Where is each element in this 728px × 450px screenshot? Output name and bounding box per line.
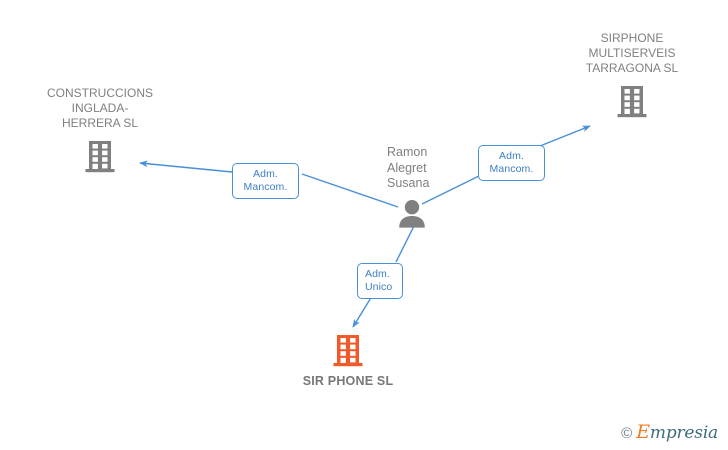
edge-sirphone-multiserveis: [421, 125, 591, 205]
building-icon: [333, 335, 363, 367]
node-sir-phone-sl[interactable]: SIR PHONE SL: [270, 333, 426, 389]
node-label-sirphone-multiserveis: SIRPHONE MULTISERVEIS TARRAGONA SL: [585, 31, 679, 75]
building-icon: [617, 86, 647, 118]
node-label-construccions: CONSTRUCCIONS INGLADA- HERRERA SL: [46, 86, 153, 130]
copyright-icon: ©: [621, 424, 633, 442]
node-construccions-inglada-herrera[interactable]: CONSTRUCCIONS INGLADA- HERRERA SL: [22, 86, 178, 173]
building-icon-sir-phone-wrap: [270, 333, 426, 367]
edge-label-sir-phone[interactable]: Adm. Unico: [357, 263, 403, 299]
node-sirphone-multiserveis-tarragona[interactable]: SIRPHONE MULTISERVEIS TARRAGONA SL: [554, 31, 710, 118]
node-label-sir-phone-sl: SIR PHONE SL: [302, 374, 394, 388]
person-icon: [399, 200, 425, 228]
brand-wordmark: Empresia: [636, 421, 718, 443]
building-icon-construccions-wrap: [22, 139, 178, 173]
brand-initial: E: [636, 421, 650, 443]
building-icon: [85, 141, 115, 173]
node-person-center[interactable]: [396, 198, 428, 235]
edge-label-sirphone-multiserveis[interactable]: Adm. Mancom.: [478, 145, 545, 181]
building-icon-sirphone-wrap: [554, 84, 710, 118]
edge-sir-phone: [352, 225, 415, 328]
person-name-label: Ramon Alegret Susana: [387, 145, 430, 190]
edge-construccions: [139, 160, 399, 208]
brand-rest: mpresia: [649, 423, 718, 443]
edge-label-construccions[interactable]: Adm. Mancom.: [232, 163, 299, 199]
watermark: © Empresia: [621, 421, 718, 443]
